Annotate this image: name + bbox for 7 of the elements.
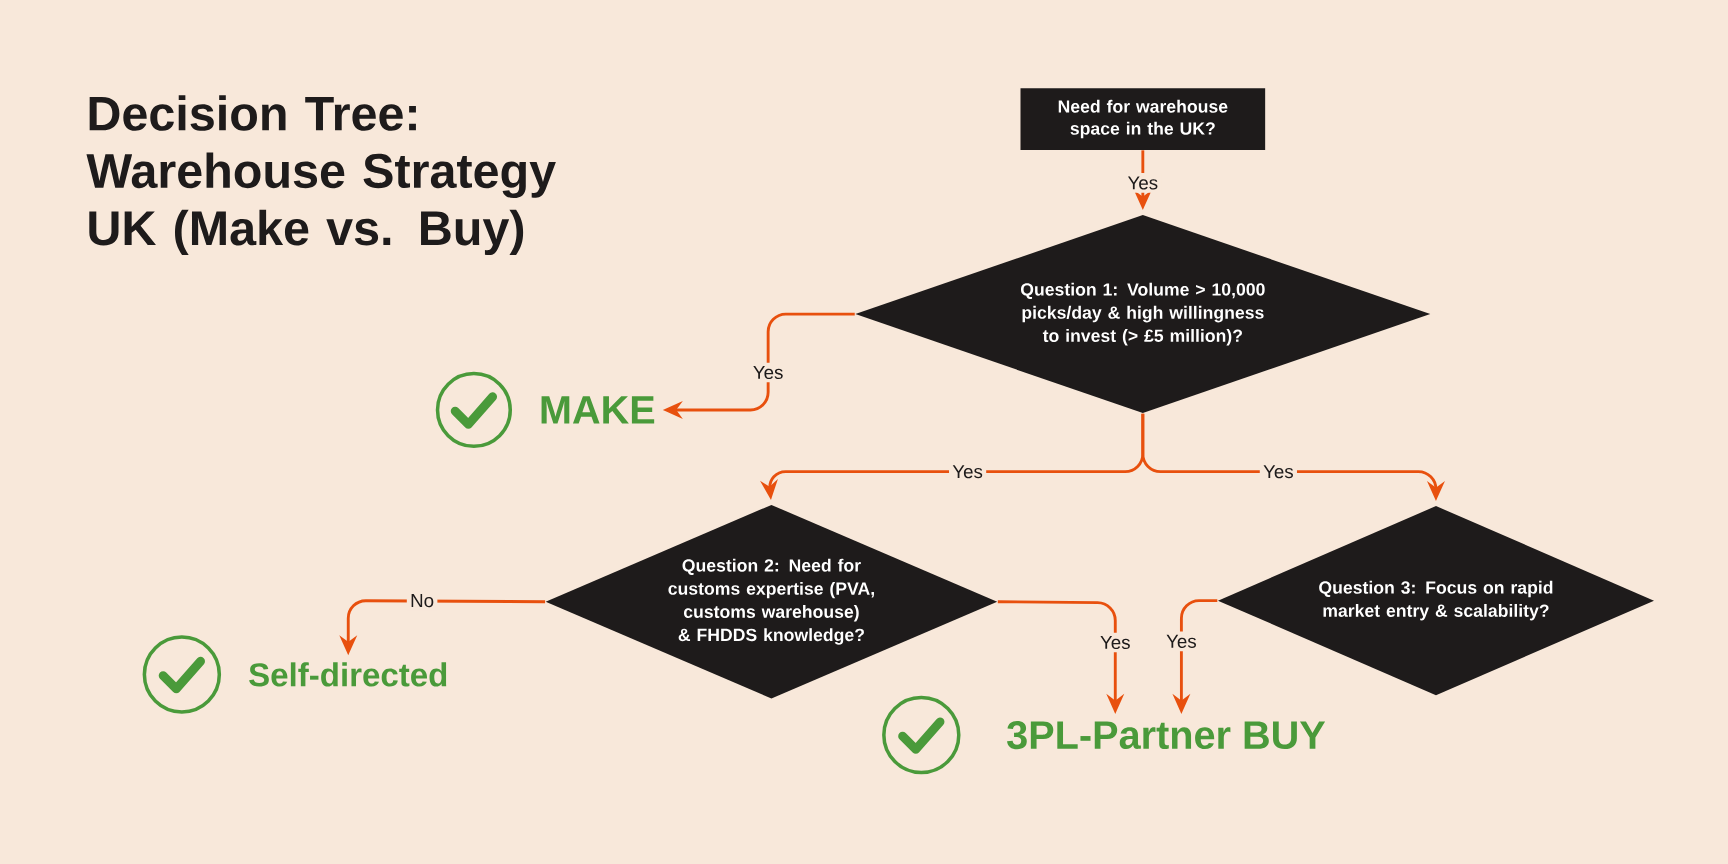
edge-label: Yes: [1124, 173, 1162, 193]
title: Decision Tree: Warehouse Strategy UK (Make vs. Buy): [86, 95, 556, 256]
result-label: MAKE: [541, 396, 655, 424]
result-label: Self-directed: [249, 662, 447, 687]
question-box: Need for warehouse space in the UK?: [1020, 88, 1266, 150]
edge-label: Yes: [949, 461, 987, 482]
result-label: 3PL-Partner BUY: [1007, 721, 1326, 750]
